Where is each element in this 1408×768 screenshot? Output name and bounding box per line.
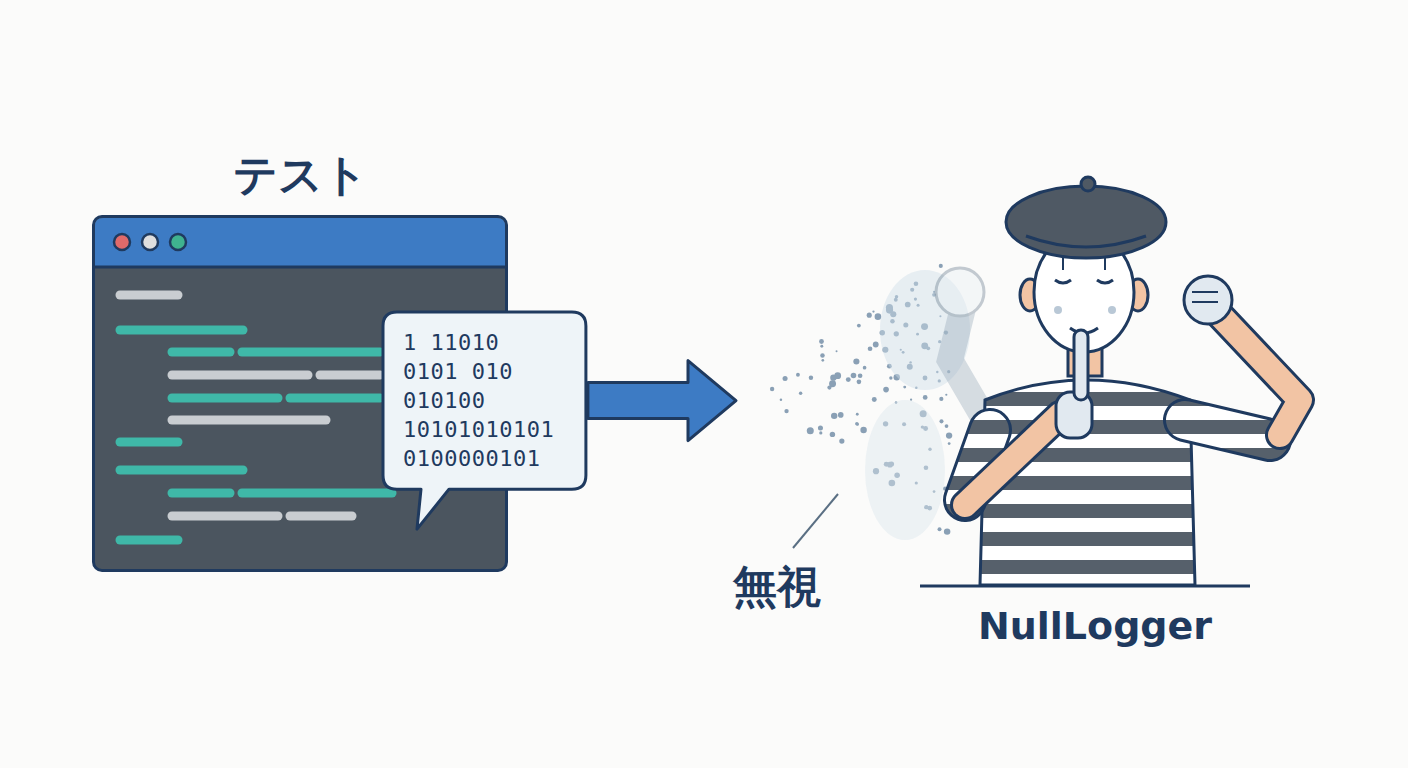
binary-data: 1 11010 0101 010 010100 10101010101 0100… [403, 328, 566, 473]
window-dot [114, 234, 130, 250]
dust-dot [857, 324, 861, 328]
dust-dot [873, 342, 879, 348]
dust-dot [796, 373, 800, 377]
cheek [1108, 306, 1116, 314]
dust-dot [889, 376, 892, 379]
window-dot [170, 234, 186, 250]
window-title: テスト [95, 146, 505, 205]
dust-dot [938, 527, 942, 531]
dust-dot [946, 432, 952, 438]
beret [1006, 186, 1166, 258]
dust-dot [855, 422, 859, 426]
window-dot [142, 234, 158, 250]
dust-dot [780, 398, 783, 401]
title-bar [95, 218, 505, 266]
dust-dot [923, 395, 928, 400]
dust-dot [784, 409, 788, 413]
dust-dot [770, 387, 774, 391]
dust-dot [820, 353, 825, 358]
eyes [1055, 280, 1113, 283]
dust-dot [830, 432, 835, 437]
code-line [172, 394, 278, 403]
flow-arrow [588, 361, 736, 441]
code-line [290, 512, 352, 521]
dust-dot [858, 373, 863, 378]
dust-dot [944, 528, 950, 534]
dust-dot [839, 438, 844, 443]
leader-line [793, 494, 838, 548]
code-line [290, 394, 380, 403]
cheek [1054, 306, 1062, 314]
dust-dot [809, 376, 813, 380]
dust-dot [939, 264, 943, 268]
dust-dot [945, 424, 949, 428]
dust-dot [819, 431, 822, 434]
dust-dot [836, 350, 838, 352]
dust-dot [867, 313, 872, 318]
code-line [242, 489, 392, 498]
code-line [120, 466, 243, 475]
dust-dot [903, 386, 906, 389]
code-line [172, 371, 308, 380]
dust-dot [863, 366, 867, 370]
dust-dot [819, 339, 824, 344]
dust-dot [872, 397, 877, 402]
glove-fist [1184, 276, 1232, 324]
dust-dot [868, 346, 873, 351]
code-line [172, 416, 326, 425]
logger-name: NullLogger [890, 604, 1300, 648]
dust-dot [860, 427, 866, 433]
code-line [172, 512, 278, 521]
dust-dot [872, 310, 874, 312]
dust-dot [939, 397, 943, 401]
dust-dot [838, 412, 844, 418]
dust-dot [945, 394, 947, 396]
code-line [120, 536, 178, 545]
dust-dot [883, 387, 889, 393]
dust-dot [939, 419, 943, 423]
dust-dot [783, 376, 788, 381]
ground-line [920, 585, 1250, 588]
dust-dot [854, 374, 856, 376]
code-line [120, 326, 243, 335]
code-line [120, 291, 178, 300]
dust-dot [799, 391, 802, 394]
code-line [172, 348, 230, 357]
ghost-arm [936, 268, 985, 420]
dust-dot [834, 372, 841, 379]
striped-shirt [980, 380, 1195, 585]
dust-dot [853, 358, 859, 364]
dust-dot [820, 345, 823, 348]
hush-finger [1074, 330, 1088, 400]
code-line [120, 438, 178, 447]
ignore-label: 無視 [733, 558, 821, 617]
dust-dot [857, 380, 862, 385]
left-forearm [965, 415, 1060, 505]
code-line [320, 371, 380, 380]
dust-dot [875, 313, 882, 320]
code-line [242, 348, 380, 357]
code-line [172, 489, 230, 498]
dust-dot [827, 386, 831, 390]
beret-stem [1081, 177, 1095, 191]
dust-dot [910, 399, 912, 401]
dust-dot [856, 413, 859, 416]
dust-dot [818, 426, 823, 431]
dust-dot [831, 413, 837, 419]
dust-dot [807, 427, 814, 434]
dust-dot [948, 442, 951, 445]
dust-dot [821, 359, 824, 362]
speech-bubble: 1 11010 0101 010 010100 10101010101 0100… [383, 312, 586, 489]
smoke-cloud [865, 400, 945, 540]
dust-dot [846, 377, 851, 382]
dust-dot [851, 373, 857, 379]
right-forearm [1215, 310, 1300, 435]
right-sleeve [1185, 420, 1270, 440]
